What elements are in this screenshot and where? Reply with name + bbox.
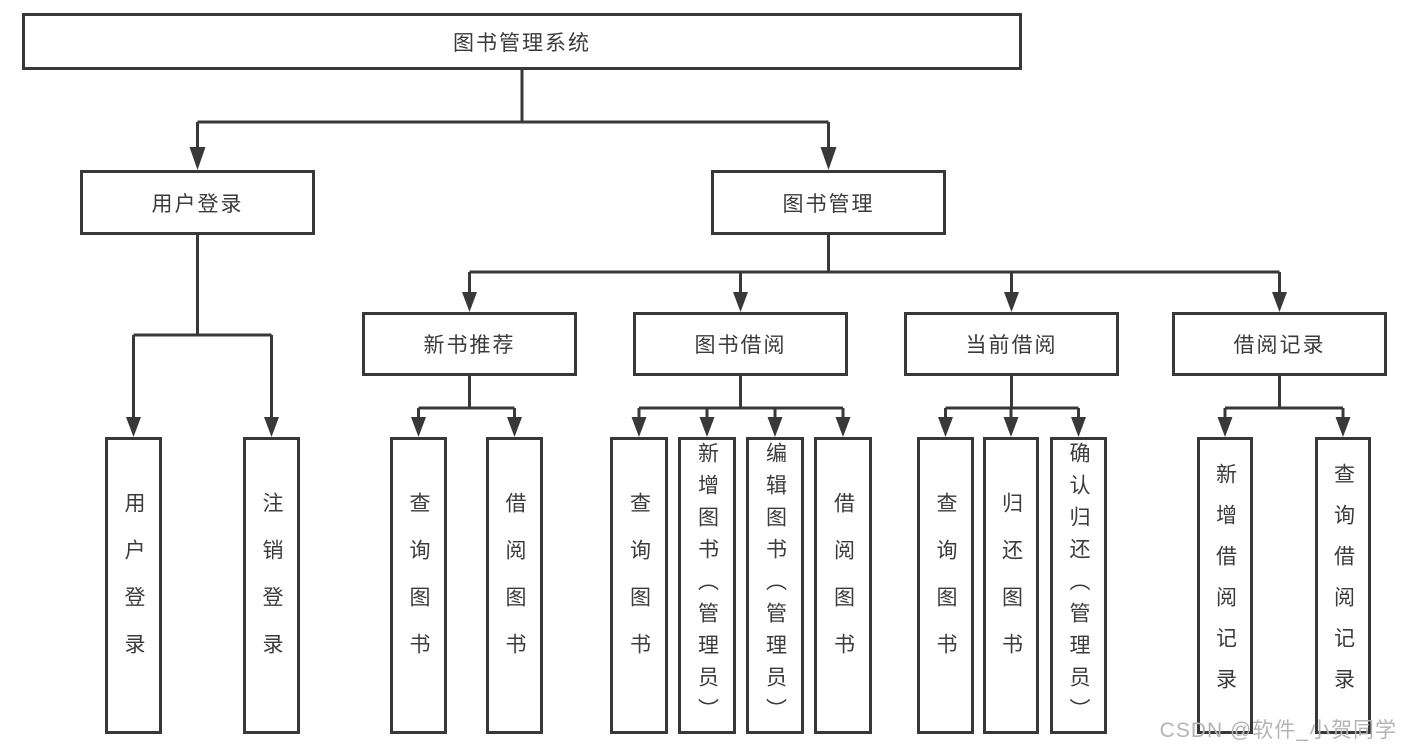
leaf-label: 借阅图书	[831, 491, 855, 680]
leaf-label: 注销登录	[260, 491, 283, 680]
arrowhead-icon	[189, 147, 206, 170]
arrowhead-icon	[733, 292, 748, 312]
leaf-user-login: 用户登录	[105, 437, 162, 734]
connector-book-borrowing-to-leaves	[637, 376, 845, 420]
leaf-label: 确认归还（管理员）	[1067, 441, 1090, 730]
arrowhead-icon	[699, 417, 715, 437]
arrowhead-icon	[767, 417, 783, 437]
arrowhead-icon	[631, 417, 647, 437]
leaf-add-book-admin: 新增图书（管理员）	[678, 437, 736, 734]
arrowhead-icon	[1071, 417, 1086, 437]
node-new-book-recommendation: 新书推荐	[362, 312, 577, 376]
connector-borrow-records-to-leaves	[1223, 376, 1345, 420]
node-library-management-system: 图书管理系统	[22, 13, 1022, 70]
arrowhead-icon	[126, 417, 141, 437]
leaf-label: 新增借阅记录	[1213, 462, 1237, 709]
leaf-label: 归还图书	[999, 491, 1023, 680]
connector-root-to-level2	[196, 70, 830, 150]
arrowhead-icon	[1272, 292, 1287, 312]
arrowhead-icon	[507, 417, 522, 437]
leaf-label: 用户登录	[122, 491, 145, 680]
arrowhead-icon	[462, 292, 477, 312]
arrowhead-icon	[820, 147, 837, 170]
connector-new-book-rec-to-leaves	[417, 376, 516, 420]
node-label: 当前借阅	[965, 334, 1058, 357]
arrowhead-icon	[264, 417, 279, 437]
leaf-label: 编辑图书（管理员）	[763, 441, 787, 730]
node-current-borrowing: 当前借阅	[904, 312, 1119, 376]
leaf-query-books: 查询图书	[610, 437, 668, 734]
leaf-query-books: 查询图书	[390, 437, 447, 734]
leaf-label: 查询图书	[627, 491, 651, 680]
node-user-login: 用户登录	[80, 170, 315, 235]
leaf-return-book: 归还图书	[983, 437, 1039, 734]
leaf-label: 查询借阅记录	[1331, 462, 1355, 709]
node-book-management: 图书管理	[711, 170, 946, 235]
leaf-add-borrow-record: 新增借阅记录	[1197, 437, 1253, 734]
leaf-query-borrow-record: 查询借阅记录	[1315, 437, 1371, 734]
arrowhead-icon	[1335, 417, 1351, 437]
connector-current-borrowing-to-leaves	[944, 376, 1080, 420]
node-label: 图书管理	[782, 192, 875, 216]
leaf-query-books: 查询图书	[917, 437, 974, 734]
connector-user-login-to-leaves	[132, 235, 273, 420]
node-label: 图书借阅	[694, 334, 787, 357]
node-label: 用户登录	[151, 192, 244, 216]
leaf-label: 借阅图书	[503, 491, 526, 680]
leaf-borrow-books: 借阅图书	[814, 437, 872, 734]
arrowhead-icon	[938, 417, 953, 437]
leaf-edit-book-admin: 编辑图书（管理员）	[746, 437, 804, 734]
leaf-confirm-return-admin: 确认归还（管理员）	[1050, 437, 1107, 734]
node-label: 借阅记录	[1233, 334, 1326, 357]
leaf-borrow-books: 借阅图书	[486, 437, 543, 734]
arrowhead-icon	[411, 417, 426, 437]
csdn-watermark: CSDN @软件_小贺同学	[1159, 719, 1397, 742]
leaf-logout: 注销登录	[243, 437, 300, 734]
node-book-borrowing: 图书借阅	[633, 312, 848, 376]
connector-book-management-to-level3	[468, 235, 1281, 295]
arrowhead-icon	[1217, 417, 1233, 437]
node-borrowing-records: 借阅记录	[1172, 312, 1387, 376]
leaf-label: 查询图书	[934, 491, 957, 680]
leaf-label: 查询图书	[407, 491, 430, 680]
node-label: 新书推荐	[423, 334, 516, 357]
arrowhead-icon	[1004, 292, 1019, 312]
arrowhead-icon	[835, 417, 851, 437]
leaf-label: 新增图书（管理员）	[695, 441, 719, 730]
node-label: 图书管理系统	[453, 31, 591, 55]
arrowhead-icon	[1003, 417, 1019, 437]
